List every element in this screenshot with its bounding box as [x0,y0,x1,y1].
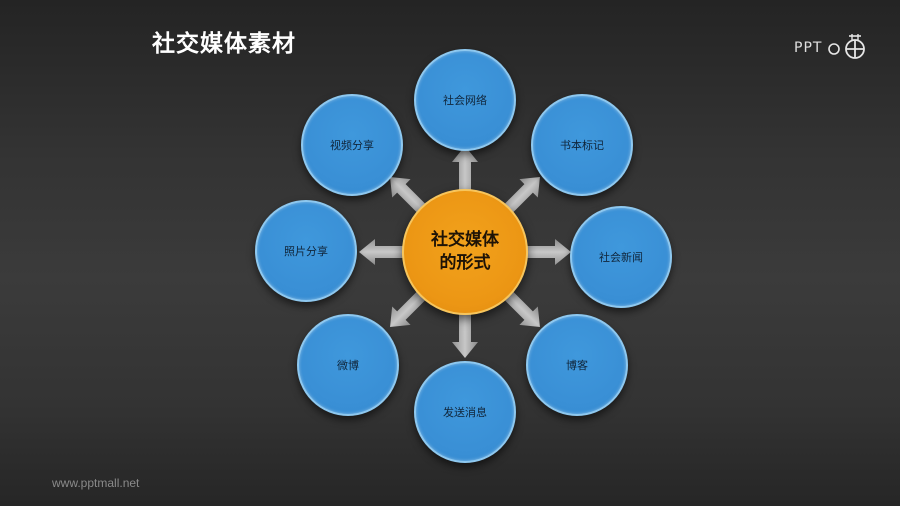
node-microblog: 微博 [297,314,399,416]
arrow-right-icon [523,239,571,265]
footer-url: www.pptmall.net [52,476,140,490]
node-label: 发送消息 [443,406,487,419]
ppt-mall-logo-icon [826,31,870,65]
node-social-network: 社会网络 [414,49,516,151]
center-label-line1: 社交媒体 [431,230,499,250]
node-messaging: 发送消息 [414,361,516,463]
node-blog: 博客 [526,314,628,416]
logo-text: PPT [794,40,823,56]
arrow-down-icon [452,310,478,358]
page-title: 社交媒体素材 [152,31,296,57]
node-label: 微博 [337,359,359,372]
arrow-up-icon [452,146,478,194]
center-label-line2: 的形式 [439,253,491,273]
node-photo-sharing: 照片分享 [255,200,357,302]
node-label: 社会新闻 [599,251,643,264]
node-label: 照片分享 [284,245,328,258]
node-label: 博客 [566,359,588,372]
node-bookmarks: 书本标记 [531,94,633,196]
arrow-left-icon [359,239,407,265]
node-label: 书本标记 [560,139,604,152]
node-social-news: 社会新闻 [570,206,672,308]
node-video-sharing: 视频分享 [301,94,403,196]
center-node: 社交媒体 的形式 [402,189,528,315]
node-label: 视频分享 [330,139,374,152]
brand-logo: PPT [794,33,870,63]
node-label: 社会网络 [443,94,487,107]
